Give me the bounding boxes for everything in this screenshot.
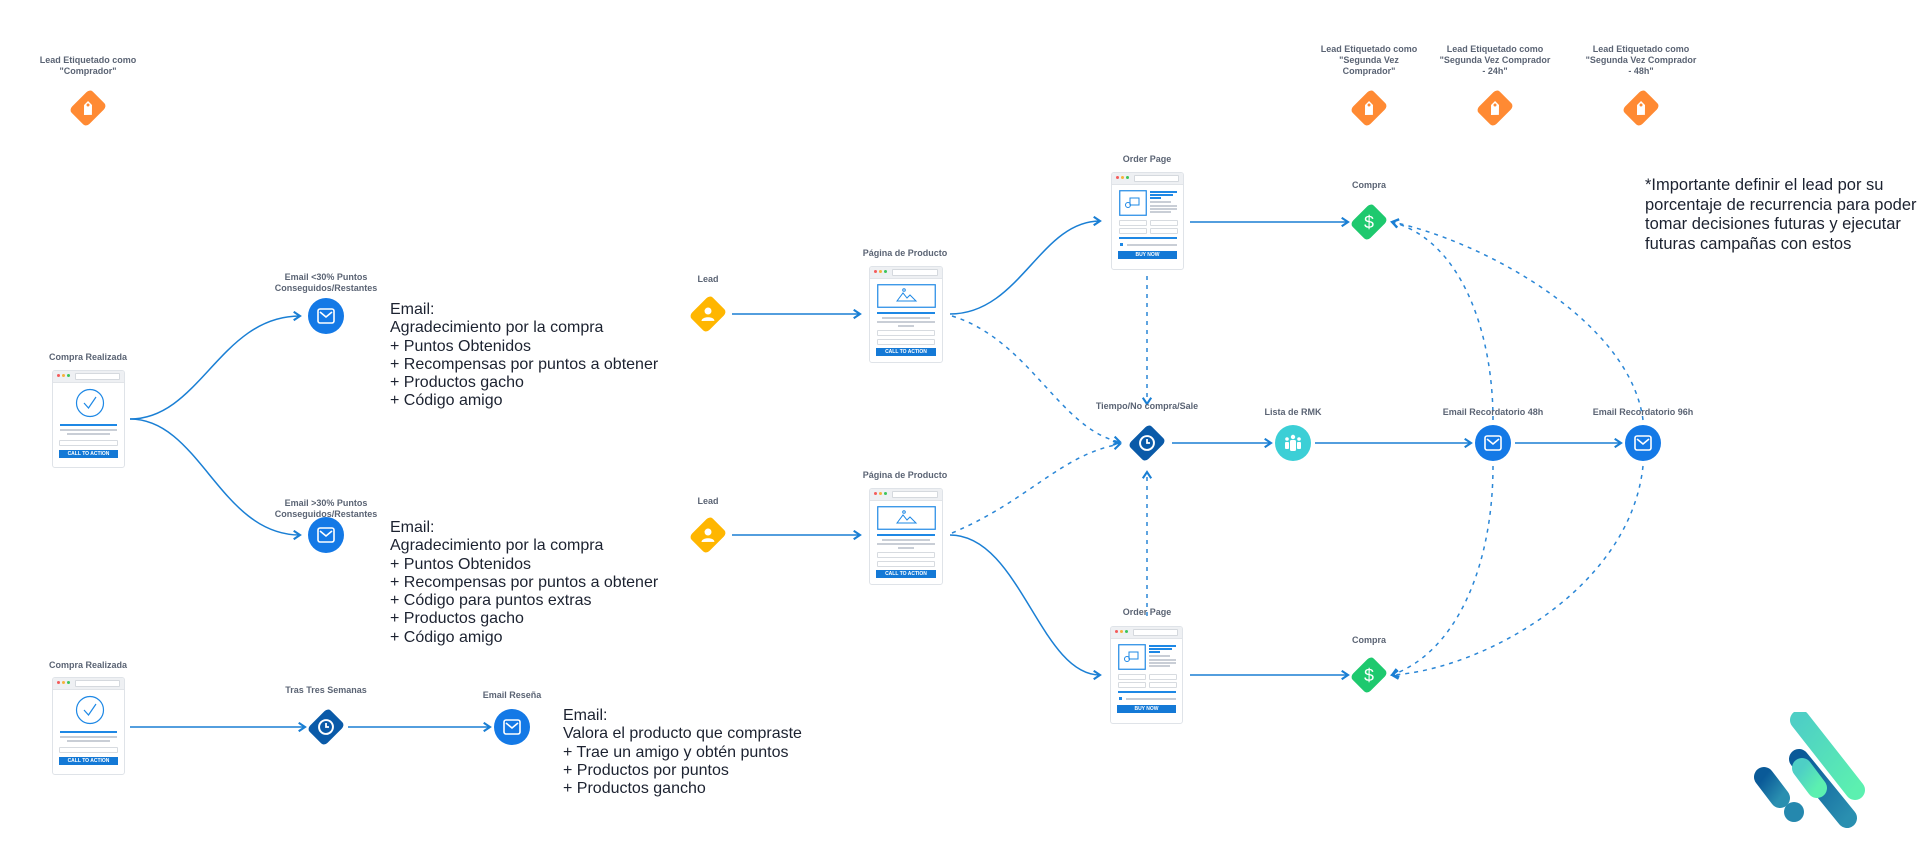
email48-label: Email Recordatorio 48h — [1442, 407, 1544, 417]
email48-node[interactable] — [1475, 425, 1511, 461]
order-page[interactable]: BUY NOW — [1110, 626, 1183, 724]
email96-node[interactable] — [1625, 425, 1661, 461]
wait-node[interactable] — [1127, 423, 1167, 463]
edge-purchase1-email-high — [129, 418, 302, 541]
email-review-node[interactable] — [494, 709, 530, 745]
group-icon — [1285, 434, 1301, 451]
product2-label: Página de Producto — [862, 470, 948, 480]
svg-text:$: $ — [1364, 212, 1374, 232]
brand-logo — [1754, 712, 1865, 828]
email-review-content: Email: Valora el producto que compraste … — [563, 707, 802, 798]
tag-label: Lead Etiquetado como "Segunda Vez Compra… — [1585, 44, 1697, 76]
order2-label: Order Page — [1122, 607, 1172, 617]
call-to-action-button[interactable]: CALL TO ACTION — [876, 348, 936, 356]
purchase1-label: Compra Realizada — [48, 352, 128, 362]
rmk-list-node[interactable] — [1275, 425, 1311, 461]
call-to-action-button[interactable]: CALL TO ACTION — [59, 757, 118, 765]
user-icon — [701, 307, 715, 321]
edge-email96-buy1 — [1390, 218, 1644, 421]
edge-email48-buy1 — [1390, 218, 1494, 421]
edge-email48-buy2 — [1390, 465, 1494, 678]
tag-label: Lead Etiquetado como "Segunda Vez Compra… — [1320, 44, 1418, 76]
buy-now-button[interactable]: BUY NOW — [1118, 251, 1177, 259]
email-low-content: Email: Agradecimiento por la compra + Pu… — [390, 301, 659, 410]
wait-three-weeks-node[interactable] — [306, 707, 346, 747]
email-high-node[interactable] — [308, 517, 344, 553]
purchase-confirmation-page[interactable]: CALL TO ACTION — [52, 370, 125, 468]
edge-product2-wait — [951, 440, 1122, 534]
email-high-label: Email >30% Puntos Conseguidos/Restantes — [274, 498, 378, 519]
tag-label: Lead Etiquetado como "Segunda Vez Compra… — [1439, 44, 1551, 76]
product-page[interactable]: CALL TO ACTION — [869, 266, 943, 363]
tag-icon — [1364, 101, 1373, 115]
edge-email96-buy2 — [1390, 465, 1644, 680]
envelope-icon — [317, 308, 335, 324]
dollar-icon: $ — [1364, 212, 1374, 232]
envelope-icon — [1634, 435, 1652, 451]
edge-product2-order2 — [949, 534, 1102, 681]
buy-now-button[interactable]: BUY NOW — [1117, 705, 1176, 713]
product-thumbnail-icon — [1118, 644, 1146, 670]
edge-purchase1-email-low — [129, 310, 302, 420]
envelope-icon — [317, 527, 335, 543]
order1-label: Order Page — [1122, 154, 1172, 164]
image-placeholder-icon — [877, 506, 936, 530]
tag-node-second-buyer-48h[interactable] — [1621, 88, 1661, 128]
purchase2-label: Compra Realizada — [48, 660, 128, 670]
tag-node-second-buyer-24h[interactable] — [1475, 88, 1515, 128]
email-review-label: Email Reseña — [482, 690, 542, 700]
clock-icon — [318, 719, 334, 735]
purchase-confirmation-page[interactable]: CALL TO ACTION — [52, 677, 125, 775]
email96-label: Email Recordatorio 96h — [1592, 407, 1694, 417]
lead1-node[interactable] — [688, 294, 728, 334]
email-low-node[interactable] — [308, 298, 344, 334]
image-placeholder-icon — [877, 284, 936, 308]
call-to-action-button[interactable]: CALL TO ACTION — [59, 450, 118, 458]
call-to-action-button[interactable]: CALL TO ACTION — [876, 570, 936, 578]
email-low-label: Email <30% Puntos Conseguidos/Restantes — [274, 272, 378, 293]
lead2-label: Lead — [697, 496, 719, 506]
product-thumbnail-icon — [1119, 190, 1147, 216]
edge-product1-wait — [951, 315, 1122, 446]
recurrence-note: *Importante definir el lead por su porce… — [1645, 176, 1917, 253]
buy2-label: Compra — [1351, 635, 1387, 645]
purchase1-node[interactable]: $ — [1349, 202, 1389, 242]
dollar-icon: $ — [1364, 665, 1374, 685]
product-page[interactable]: CALL TO ACTION — [869, 488, 943, 585]
tag-node-second-buyer[interactable] — [1349, 88, 1389, 128]
wait-three-weeks-label: Tras Tres Semanas — [285, 685, 367, 695]
lead2-node[interactable] — [688, 515, 728, 555]
rmk-label: Lista de RMK — [1264, 407, 1322, 417]
check-circle-icon — [75, 388, 105, 418]
buy1-label: Compra — [1351, 180, 1387, 190]
tag-label: Lead Etiquetado como "Comprador" — [39, 55, 137, 76]
purchase2-node[interactable]: $ — [1349, 655, 1389, 695]
user-icon — [701, 528, 715, 542]
tag-node-buyer[interactable] — [68, 88, 108, 128]
order-page[interactable]: BUY NOW — [1111, 172, 1184, 270]
product1-label: Página de Producto — [862, 248, 948, 258]
edge-product1-order1 — [949, 215, 1102, 315]
clock-icon — [1139, 435, 1155, 451]
lead1-label: Lead — [697, 274, 719, 284]
tag-icon — [1636, 101, 1645, 115]
envelope-icon — [1484, 435, 1502, 451]
email-high-content: Email: Agradecimiento por la compra + Pu… — [390, 519, 659, 646]
envelope-icon — [503, 719, 521, 735]
check-circle-icon — [75, 695, 105, 725]
tag-icon — [1490, 101, 1499, 115]
svg-text:$: $ — [1364, 665, 1374, 685]
tag-icon — [83, 101, 92, 115]
wait-label: Tiempo/No compra/Sale — [1095, 401, 1199, 411]
